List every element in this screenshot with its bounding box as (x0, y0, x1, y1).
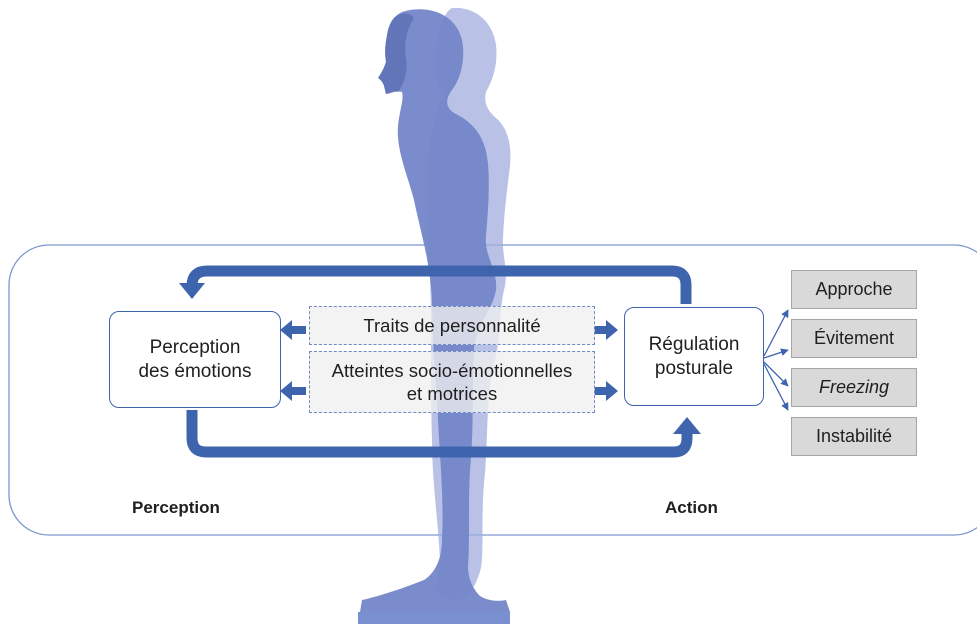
outcome-freezing: Freezing (791, 368, 917, 407)
impairment-arrows (280, 381, 618, 401)
outcome-approche: Approche (791, 270, 917, 309)
traits-box: Traits de personnalité (309, 306, 595, 345)
outcome-instabilite: Instabilité (791, 417, 917, 456)
traits-arrows (280, 320, 618, 340)
section-label-perception: Perception (132, 498, 220, 517)
forward-arrow-head (673, 417, 701, 434)
impairment-box: Atteintes socio-émotionnelles et motrice… (309, 351, 595, 413)
feedback-arrow (186, 265, 692, 304)
outcome-arrows (763, 309, 789, 411)
face-profile-detail (378, 13, 414, 94)
base-plate (358, 612, 510, 624)
forward-arrow (186, 410, 693, 458)
feedback-arrow-head (179, 283, 205, 299)
regulation-box: Régulation posturale (624, 307, 764, 406)
perception-box: Perception des émotions (109, 311, 281, 408)
section-label-action: Action (665, 498, 718, 517)
outcome-evitement: Évitement (791, 319, 917, 358)
